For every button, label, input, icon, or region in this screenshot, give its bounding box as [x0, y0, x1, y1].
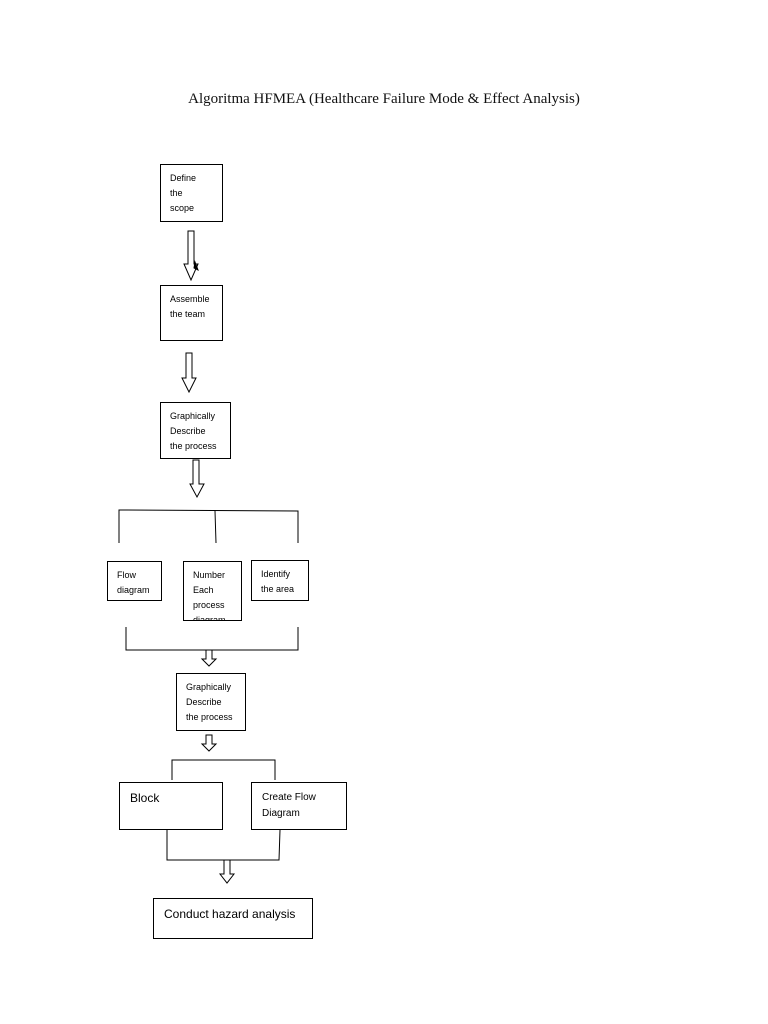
- define-scope-box: Define the scope: [160, 164, 223, 222]
- assemble-team-box: Assemble the team: [160, 285, 223, 341]
- down-arrow-4: [200, 649, 218, 667]
- flow-diagram-box: Flow diagram: [107, 561, 162, 601]
- down-arrow-6: [218, 859, 236, 884]
- cursor-mark: [193, 260, 199, 272]
- flow-diagram-label: Flow diagram: [117, 570, 150, 595]
- conduct-hazard-box: Conduct hazard analysis: [153, 898, 313, 939]
- describe-process-label-2: Graphically Describe the process: [186, 682, 233, 722]
- define-scope-label: Define the scope: [170, 173, 197, 213]
- block-label: Block: [130, 791, 160, 805]
- assemble-team-label: Assemble the team: [170, 294, 210, 319]
- number-each-process-label: Number Each process diagram: [193, 570, 226, 621]
- split-bracket-middle: [214, 510, 217, 544]
- block-box: Block: [119, 782, 223, 830]
- down-arrow-2: [181, 352, 197, 394]
- down-arrow-3: [189, 459, 205, 499]
- down-arrow-5: [200, 734, 218, 752]
- split-bracket-2: [171, 759, 276, 780]
- conduct-hazard-label: Conduct hazard analysis: [164, 907, 296, 921]
- describe-process-box-1: Graphically Describe the process: [160, 402, 231, 459]
- merge-bracket-bottom: [125, 627, 299, 651]
- describe-process-label-1: Graphically Describe the process: [170, 411, 217, 451]
- split-bracket-top: [118, 509, 299, 543]
- down-arrow-1: [183, 230, 199, 282]
- create-flow-diagram-box: Create Flow Diagram: [251, 782, 347, 830]
- describe-process-box-2: Graphically Describe the process: [176, 673, 246, 731]
- page-title: Algoritma HFMEA (Healthcare Failure Mode…: [188, 91, 580, 107]
- number-each-process-box: Number Each process diagram: [183, 561, 242, 621]
- identify-area-box: Identify the area: [251, 560, 309, 601]
- identify-area-label: Identify the area: [261, 569, 295, 594]
- merge-bracket-2: [166, 829, 281, 861]
- create-flow-diagram-label: Create Flow Diagram: [262, 792, 316, 819]
